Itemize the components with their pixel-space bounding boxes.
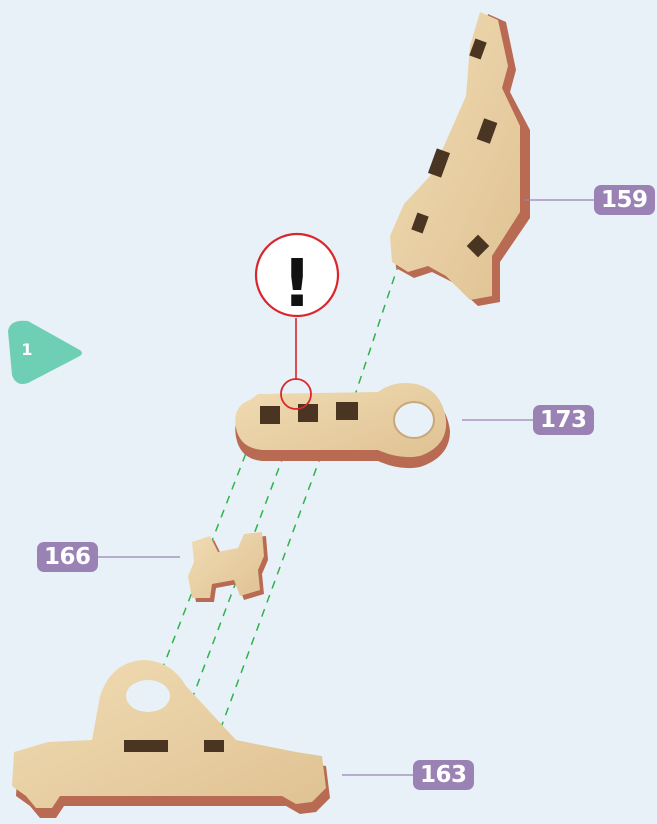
warning-exclamation-icon: ! (282, 245, 312, 322)
part-159-shape (390, 12, 530, 306)
part-163-shape (12, 660, 330, 818)
warning-callout: ! (256, 234, 338, 409)
part-label-173: 173 (533, 405, 594, 435)
part-173-shape (235, 383, 450, 468)
part-label-163: 163 (413, 760, 474, 790)
part-label-166: 166 (37, 542, 98, 572)
part-label-159: 159 (594, 185, 655, 215)
step-number: 1 (12, 340, 42, 359)
part-166-shape (188, 532, 268, 602)
